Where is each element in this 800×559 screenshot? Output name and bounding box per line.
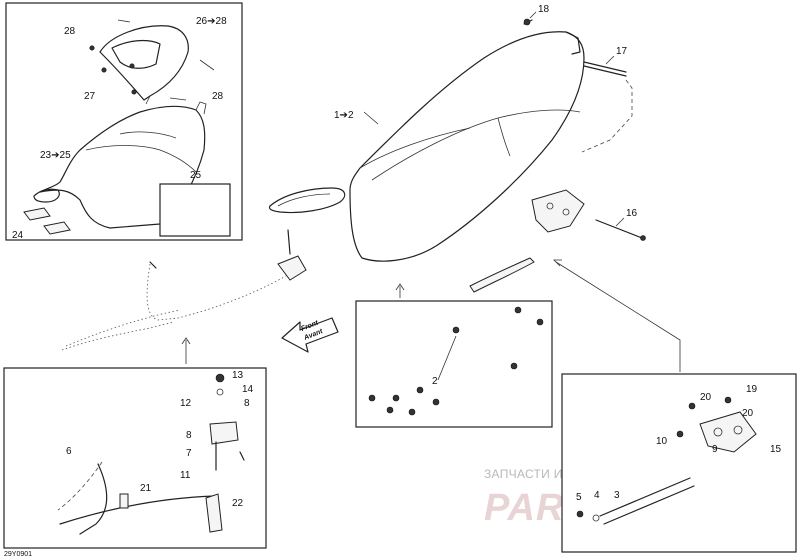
main-seat — [268, 19, 585, 262]
label-21: 21 — [140, 483, 152, 494]
label-19: 19 — [746, 384, 758, 395]
label-1-2: 1➔2 — [334, 110, 354, 121]
inset-bracket: 19 20 20 10 15 9 5 4 3 — [553, 259, 797, 553]
passenger-cowl — [99, 25, 189, 105]
label-18: 18 — [538, 4, 550, 15]
label-28b: 28 — [212, 91, 224, 102]
label-20b: 20 — [742, 408, 754, 419]
rivets — [368, 306, 544, 416]
label-13: 13 — [232, 370, 244, 381]
label-20: 20 — [700, 392, 712, 403]
inset-seat-variants: 28 26➔28 27 28 23➔25 25 24 — [5, 2, 243, 241]
label-6: 6 — [66, 446, 72, 457]
label-23-25: 23➔25 — [40, 150, 71, 161]
rod-17 — [581, 61, 633, 153]
label-8b: 8 — [244, 398, 250, 409]
label-12: 12 — [180, 398, 192, 409]
label-22: 22 — [232, 498, 244, 509]
small-seat — [33, 101, 207, 229]
label-28a: 28 — [64, 26, 76, 37]
front-arrow: Front Avant — [281, 317, 339, 353]
label-27: 27 — [84, 91, 96, 102]
rivet-kit — [159, 183, 231, 237]
cowl-screws — [89, 19, 215, 101]
inset-rivets: 2 — [355, 283, 553, 428]
label-7: 7 — [186, 448, 192, 459]
label-25: 25 — [190, 170, 202, 181]
label-9: 9 — [712, 444, 718, 455]
seat-bracket — [469, 189, 646, 293]
label-8: 8 — [186, 430, 192, 441]
main-labels: 1➔2 18 17 16 — [334, 4, 638, 227]
label-14: 14 — [242, 384, 254, 395]
label-16: 16 — [626, 208, 638, 219]
latch-cable — [61, 229, 307, 351]
bolt-18 — [523, 18, 531, 26]
label-4: 4 — [594, 490, 600, 501]
seat-pads — [23, 207, 71, 235]
label-15: 15 — [770, 444, 782, 455]
label-3: 3 — [614, 490, 620, 501]
label-24: 24 — [12, 230, 24, 241]
label-10: 10 — [656, 436, 668, 447]
label-26-28: 26➔28 — [196, 16, 227, 27]
drawing-code: 29Y0901 — [4, 551, 32, 558]
label-5: 5 — [576, 492, 582, 503]
inset-latch: 13 12 14 8 8 7 6 11 21 22 — [3, 337, 267, 549]
label-17: 17 — [616, 46, 628, 57]
label-11: 11 — [180, 470, 191, 481]
label-2: 2 — [432, 376, 438, 387]
